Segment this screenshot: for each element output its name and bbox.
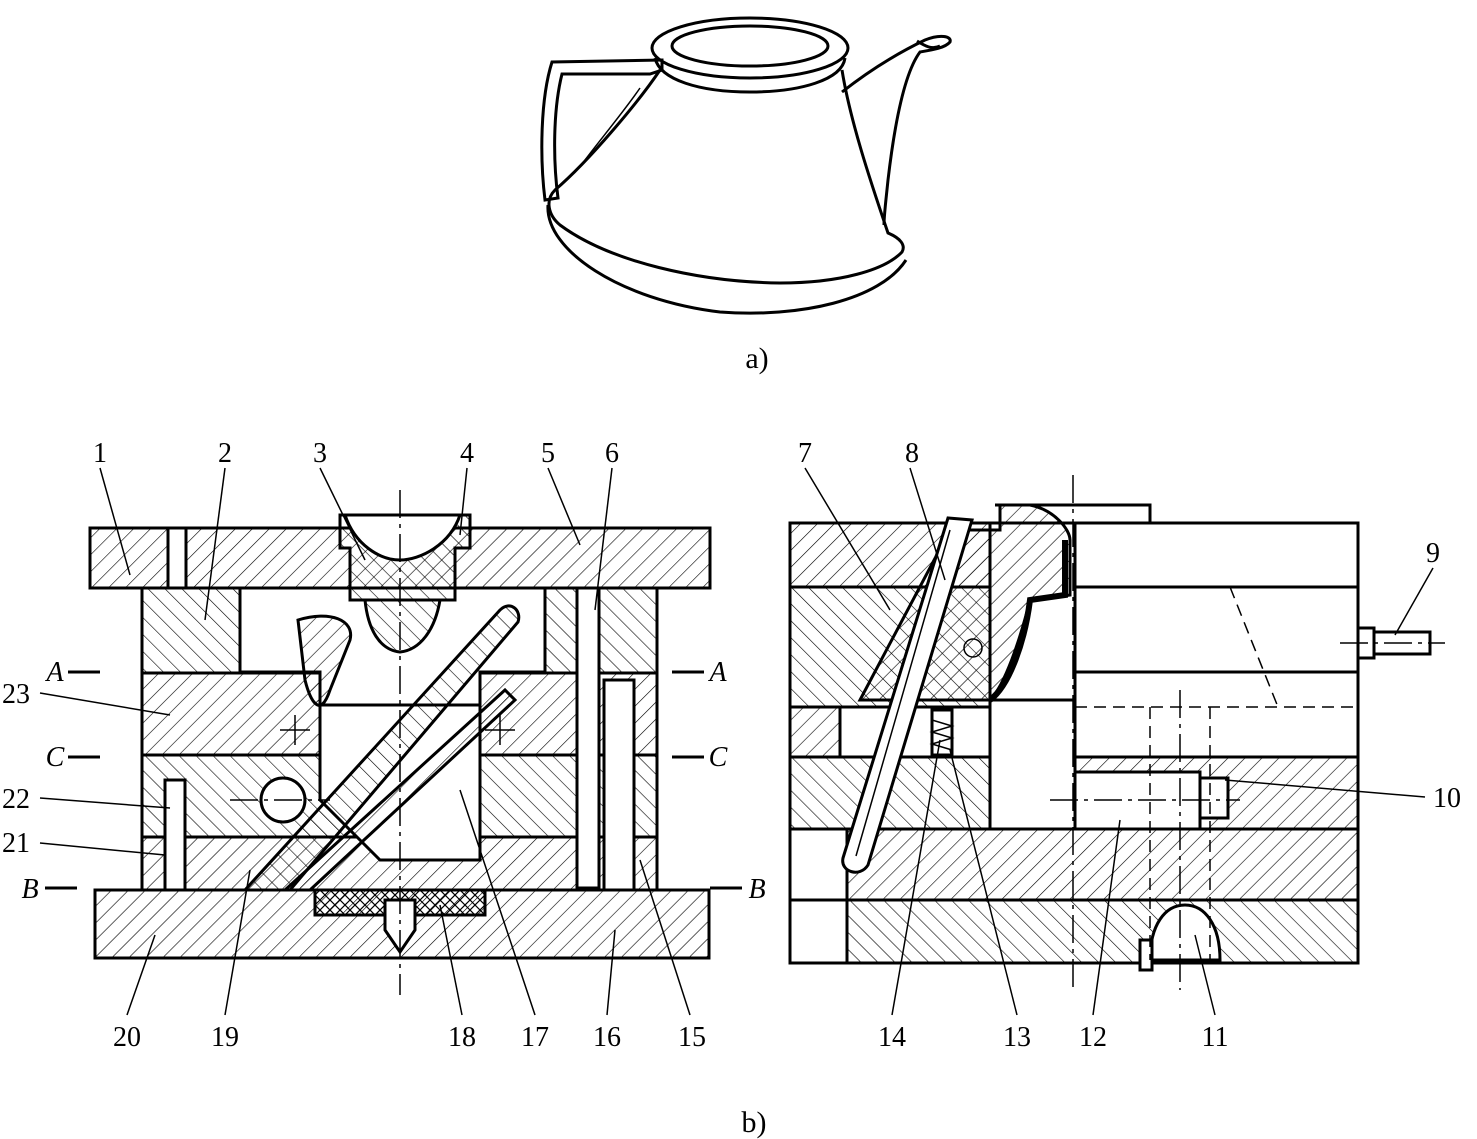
part-label: 14 [878, 1022, 906, 1053]
part-label: 1 [93, 438, 107, 469]
section-b-right: B [748, 874, 765, 905]
teapot-drawing [540, 16, 952, 315]
part-label: 10 [1433, 783, 1461, 814]
caption-b: b) [742, 1106, 767, 1139]
part-label: 2 [218, 438, 232, 469]
part-label: 8 [905, 438, 919, 469]
part-label: 18 [448, 1022, 476, 1053]
part-number-labels: 1 2 3 4 5 6 7 8 9 10 11 12 13 14 15 16 1… [2, 438, 1461, 1053]
section-marks: A A C C B B [21, 657, 765, 905]
mold-right-section [788, 475, 1445, 990]
part-label: 22 [2, 784, 30, 815]
part-label: 16 [593, 1022, 621, 1053]
section-c-right: C [709, 742, 728, 773]
part-label: 9 [1426, 538, 1440, 569]
leader-lines [39, 467, 1434, 1016]
section-a-left: A [44, 657, 64, 688]
section-c-left: C [46, 742, 65, 773]
section-b-left: B [21, 874, 38, 905]
part-label: 6 [605, 438, 619, 469]
section-a-right: A [707, 657, 727, 688]
part-label: 5 [541, 438, 555, 469]
part-label: 15 [678, 1022, 706, 1053]
part-label: 23 [2, 679, 30, 710]
part-label: 11 [1202, 1022, 1229, 1053]
caption-a: a) [745, 342, 768, 375]
part-label: 7 [798, 438, 812, 469]
mold-left-section [88, 490, 712, 995]
part-label: 3 [313, 438, 327, 469]
part-label: 13 [1003, 1022, 1031, 1053]
part-label: 19 [211, 1022, 239, 1053]
part-label: 12 [1079, 1022, 1107, 1053]
part-label: 17 [521, 1022, 549, 1053]
part-label: 21 [2, 828, 30, 859]
part-label: 20 [113, 1022, 141, 1053]
part-label: 4 [460, 438, 474, 469]
